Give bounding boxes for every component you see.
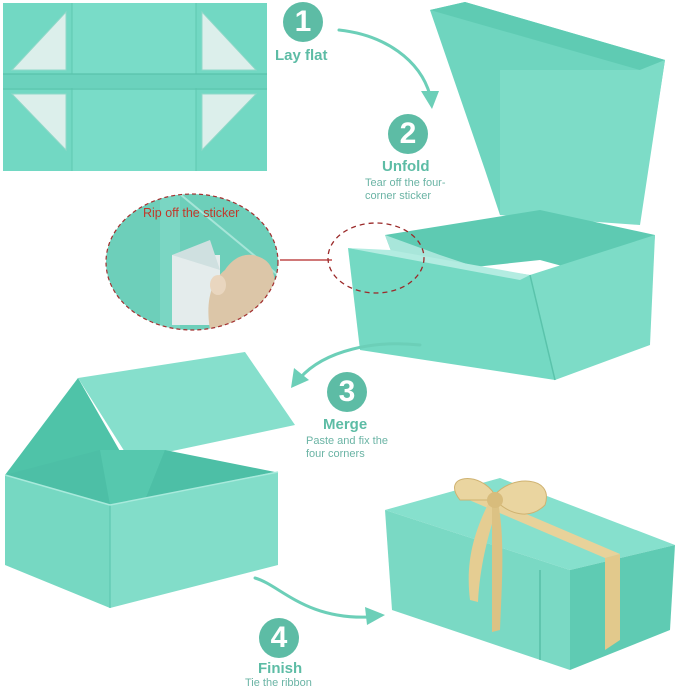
step-2-description: Tear off the four- corner sticker [365,177,446,202]
step-4-description: Tie the ribbon [245,677,312,689]
step-1-title: Lay flat [275,47,328,64]
step-1-badge: 1 [283,2,323,42]
arrow-1-to-2-icon [337,28,439,109]
rip-off-sticker-label: Rip off the sticker [143,206,240,220]
step-3-badge: 3 [327,372,367,412]
step-4-badge: 4 [259,618,299,658]
step-3-number: 3 [338,375,356,408]
finished-gift-box-illustration [385,478,675,670]
step-3-description: Paste and fix the four corners [306,435,388,460]
step-2-badge: 2 [388,114,428,154]
step-1-number: 1 [294,5,312,38]
step-4-title: Finish [258,660,303,677]
step-3-title: Merge [323,416,368,433]
arrow-3-to-4-icon [253,576,385,625]
step-4-number: 4 [270,621,288,654]
flat-box-illustration [3,3,267,171]
step-2-title: Unfold [382,158,430,175]
callout-connector [280,222,425,294]
step-2-number: 2 [399,117,417,150]
arrow-2-to-3-icon [291,342,422,388]
unfolded-box-illustration [348,2,665,381]
sticker-closeup-illustration [105,193,279,331]
merged-box-illustration [4,352,295,608]
